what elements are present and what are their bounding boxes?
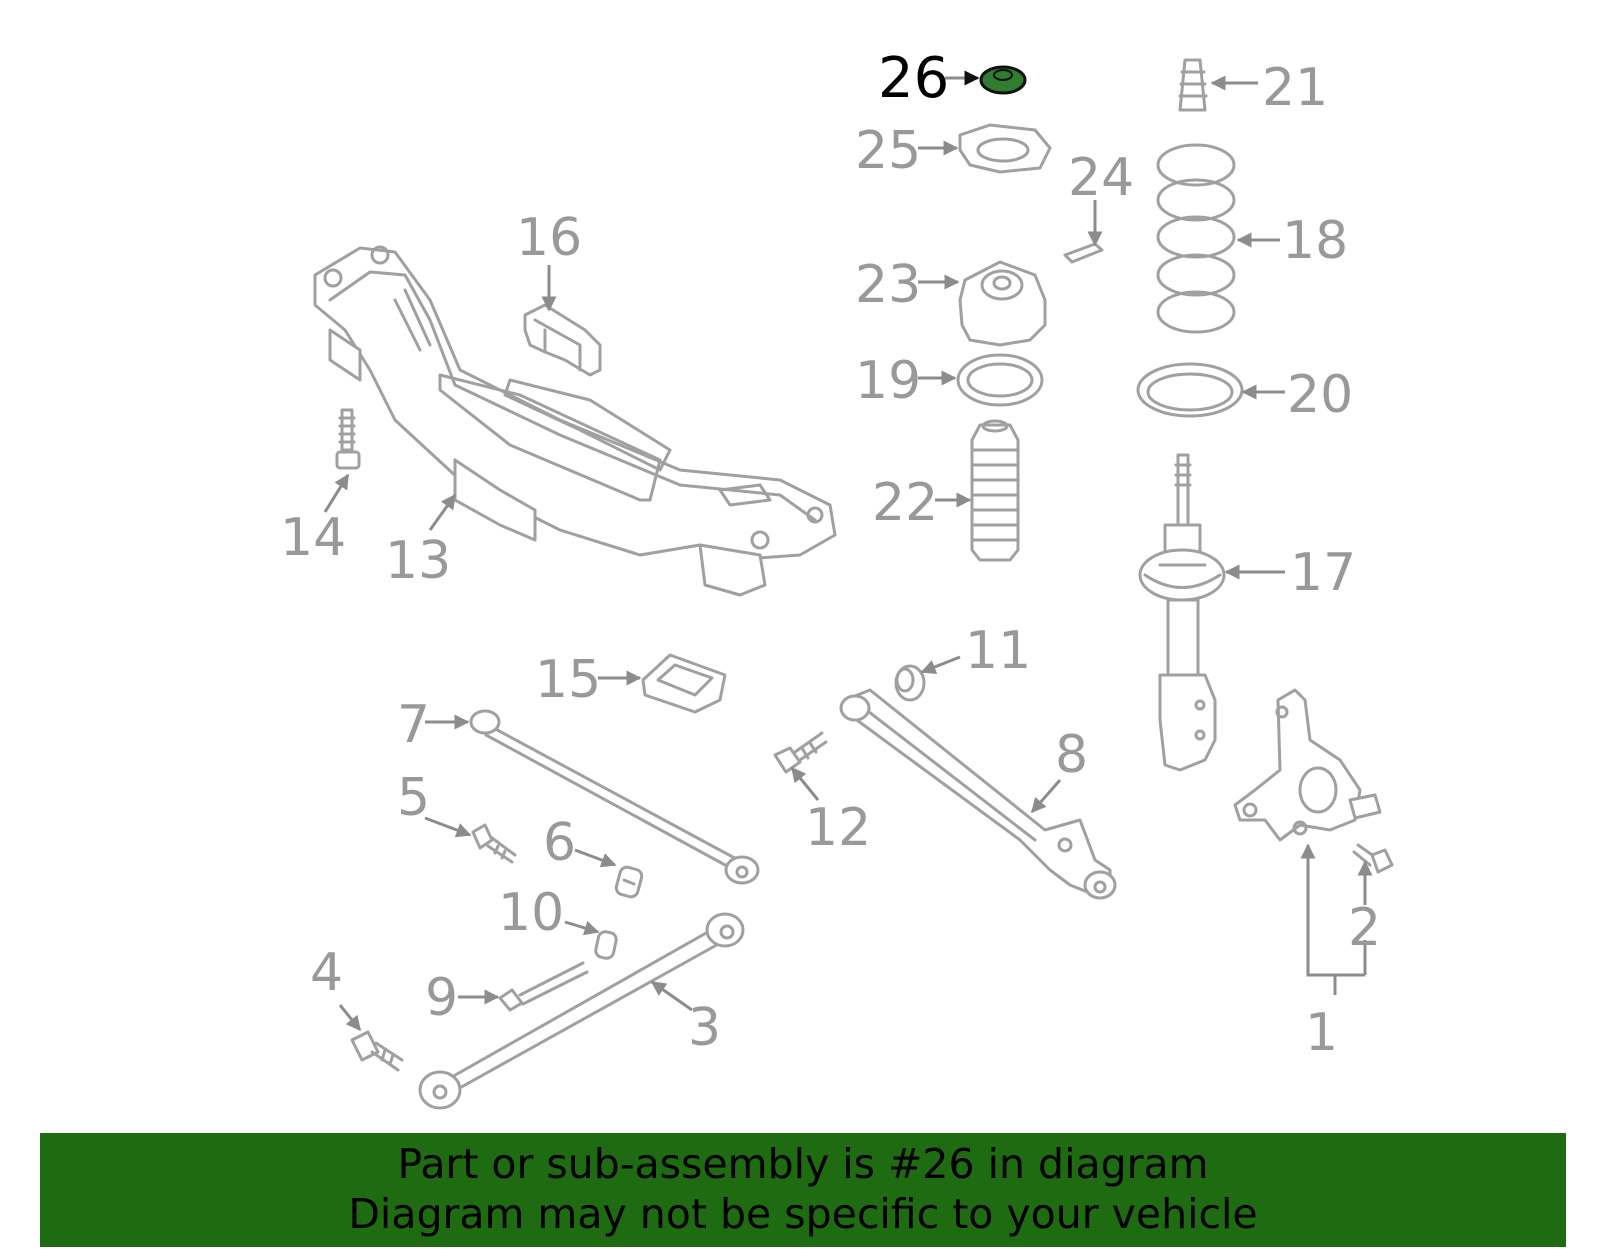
bolt-part-5 [471, 823, 517, 864]
knuckle-part-1 [1233, 688, 1382, 842]
callout-5: 5 [397, 768, 430, 828]
leader-6 [574, 848, 617, 868]
bolt-part-9 [498, 961, 589, 1012]
arm-part-8 [839, 688, 1117, 900]
callout-22: 22 [872, 473, 938, 533]
callout-3: 3 [688, 998, 721, 1058]
callout-9: 9 [425, 968, 458, 1028]
callout-14: 14 [280, 508, 346, 568]
leader-8 [1030, 779, 1062, 814]
callout-21: 21 [1262, 58, 1328, 118]
bumper-part-21 [1178, 58, 1208, 112]
leader-3 [650, 980, 693, 1012]
callout-labels: 1 2 3 4 5 6 7 8 9 10 11 12 13 14 15 16 1… [280, 46, 1381, 1063]
callout-26-highlighted[interactable]: 26 [878, 46, 949, 111]
callout-25: 25 [855, 121, 921, 181]
leader-lines [323, 70, 1373, 1032]
strut-part-17 [1138, 453, 1226, 772]
callout-8: 8 [1055, 725, 1088, 785]
clip-part-10 [594, 930, 618, 960]
callout-20: 20 [1287, 365, 1353, 425]
leader-11 [920, 655, 961, 675]
link-part-3 [418, 912, 745, 1110]
callout-18: 18 [1282, 211, 1348, 271]
callout-17: 17 [1290, 543, 1356, 603]
callout-13: 13 [385, 531, 451, 591]
crossmember [313, 245, 837, 597]
leader-14 [323, 473, 350, 513]
info-banner: Part or sub-assembly is #26 in diagram D… [40, 1133, 1566, 1247]
link-part-7 [469, 709, 760, 885]
callout-15: 15 [535, 650, 601, 710]
plate-part-25 [958, 123, 1052, 174]
bolt-part-2 [1352, 843, 1394, 874]
plate-part-24 [1063, 242, 1104, 264]
bracket-part-16 [523, 303, 602, 377]
bolt-part-4 [350, 1030, 404, 1072]
seat-part-20 [1136, 362, 1244, 418]
clip-part-6 [614, 865, 644, 899]
highlighted-part-26[interactable] [979, 65, 1027, 95]
callout-12: 12 [805, 798, 871, 858]
callout-2: 2 [1348, 898, 1381, 958]
callout-11: 11 [965, 621, 1031, 681]
bushing-part-11 [894, 664, 926, 702]
banner-line-1: Part or sub-assembly is #26 in diagram [397, 1140, 1209, 1188]
callout-1: 1 [1305, 1003, 1338, 1063]
pad-part-15 [641, 653, 727, 714]
callout-7: 7 [397, 695, 430, 755]
leader-5 [424, 816, 472, 838]
mount-part-23 [958, 260, 1047, 347]
leader-10 [564, 920, 600, 936]
callout-16: 16 [516, 208, 582, 268]
callout-23: 23 [855, 255, 921, 315]
spring-part-18 [1156, 143, 1236, 334]
leader-13 [428, 493, 457, 531]
leader-12 [790, 766, 820, 801]
callout-4: 4 [310, 943, 343, 1003]
leader-1a [1300, 843, 1337, 995]
callout-10: 10 [498, 883, 564, 943]
banner-line-2: Diagram may not be specific to your vehi… [348, 1190, 1258, 1238]
bolt-part-14 [335, 408, 361, 470]
ring-part-19 [956, 353, 1044, 407]
callout-6: 6 [543, 813, 576, 873]
boot-part-22 [970, 419, 1020, 562]
callout-19: 19 [855, 351, 921, 411]
callout-24: 24 [1068, 148, 1134, 208]
bolt-part-12 [773, 731, 828, 774]
leader-4 [338, 1004, 362, 1032]
